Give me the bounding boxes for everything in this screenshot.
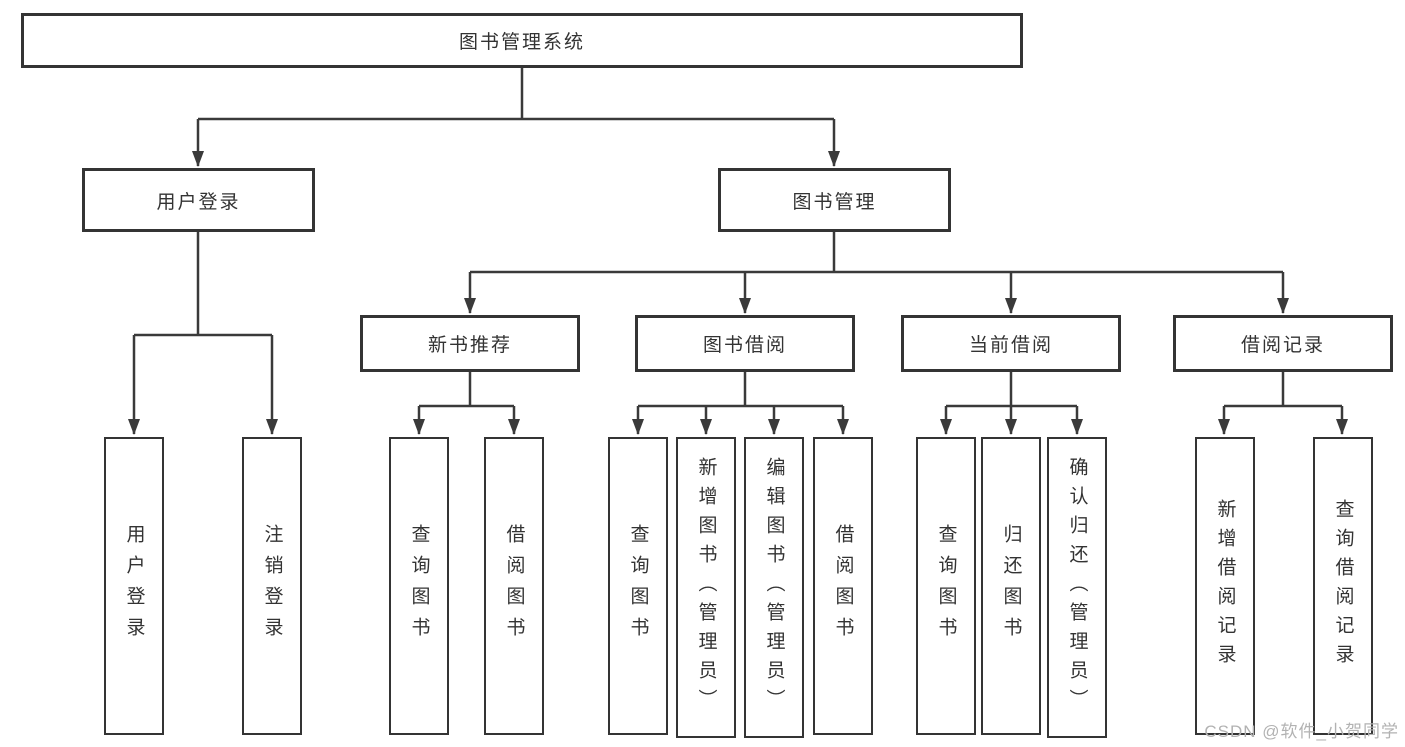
node-root: 图书管理系统 xyxy=(21,13,1023,68)
leaf-edit-book-admin-label: 编辑图书（管理员） xyxy=(763,457,785,718)
leaf-query-books-recommend: 查询图书 xyxy=(389,437,449,735)
leaf-add-book-admin-label: 新增图书（管理员） xyxy=(695,457,717,718)
leaf-borrow-books-2-label: 借阅图书 xyxy=(832,524,854,648)
leaf-confirm-return-admin: 确认归还（管理员） xyxy=(1047,437,1107,738)
leaf-return-book-label: 归还图书 xyxy=(1000,524,1022,648)
leaf-add-borrow-record: 新增借阅记录 xyxy=(1195,437,1255,735)
node-new-book-recommend: 新书推荐 xyxy=(360,315,580,372)
node-user-login-label: 用户登录 xyxy=(156,191,241,213)
leaf-borrow-books-recommend: 借阅图书 xyxy=(484,437,544,735)
leaf-return-book: 归还图书 xyxy=(981,437,1041,735)
leaf-user-login-label: 用户登录 xyxy=(123,524,145,648)
leaf-add-borrow-record-label: 新增借阅记录 xyxy=(1214,499,1236,673)
leaf-borrow-books-recommend-label: 借阅图书 xyxy=(503,524,525,648)
leaf-confirm-return-admin-label: 确认归还（管理员） xyxy=(1066,457,1088,718)
leaf-logout: 注销登录 xyxy=(242,437,302,735)
node-book-management: 图书管理 xyxy=(718,168,951,232)
leaf-query-books-recommend-label: 查询图书 xyxy=(408,524,430,648)
leaf-query-books-borrow: 查询图书 xyxy=(608,437,668,735)
node-borrow-records-label: 借阅记录 xyxy=(1240,335,1325,356)
leaf-user-login: 用户登录 xyxy=(104,437,164,735)
node-book-borrow: 图书借阅 xyxy=(635,315,855,372)
leaf-query-borrow-record: 查询借阅记录 xyxy=(1313,437,1373,735)
leaf-logout-label: 注销登录 xyxy=(261,524,283,648)
node-new-book-recommend-label: 新书推荐 xyxy=(427,335,512,356)
node-borrow-records: 借阅记录 xyxy=(1173,315,1393,372)
leaf-query-books-current: 查询图书 xyxy=(916,437,976,735)
node-user-login: 用户登录 xyxy=(82,168,315,232)
leaf-query-books-current-label: 查询图书 xyxy=(935,524,957,648)
node-current-borrow-label: 当前借阅 xyxy=(968,335,1053,356)
node-root-label: 图书管理系统 xyxy=(458,32,585,53)
leaf-query-books-borrow-label: 查询图书 xyxy=(627,524,649,648)
leaf-query-borrow-record-label: 查询借阅记录 xyxy=(1332,499,1354,673)
leaf-add-book-admin: 新增图书（管理员） xyxy=(676,437,736,738)
leaf-edit-book-admin: 编辑图书（管理员） xyxy=(744,437,804,738)
node-current-borrow: 当前借阅 xyxy=(901,315,1121,372)
node-book-borrow-label: 图书借阅 xyxy=(702,335,787,356)
node-book-management-label: 图书管理 xyxy=(792,191,877,213)
watermark-text: CSDN @软件_小贺同学 xyxy=(1204,722,1399,741)
leaf-borrow-books-2: 借阅图书 xyxy=(813,437,873,735)
